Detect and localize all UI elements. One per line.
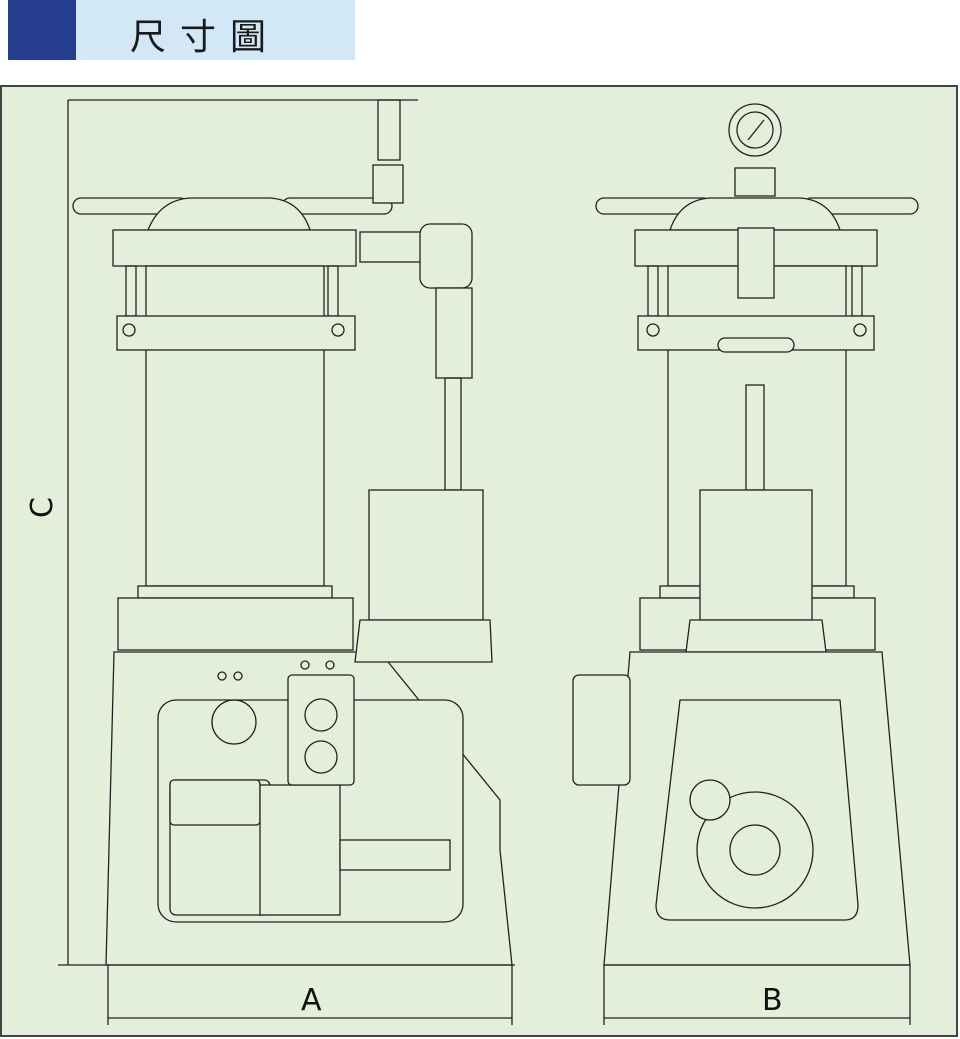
dimension-label-a: A <box>301 983 322 1018</box>
front-view <box>572 103 919 966</box>
side-view <box>72 99 513 966</box>
page-title: 尺寸圖 <box>130 17 281 58</box>
header-accent-block <box>8 0 76 60</box>
header-bar <box>76 0 355 60</box>
dimension-label-c: C <box>25 497 60 518</box>
dimension-label-b: B <box>762 983 783 1018</box>
dimension-lines: A B C <box>25 99 911 1025</box>
